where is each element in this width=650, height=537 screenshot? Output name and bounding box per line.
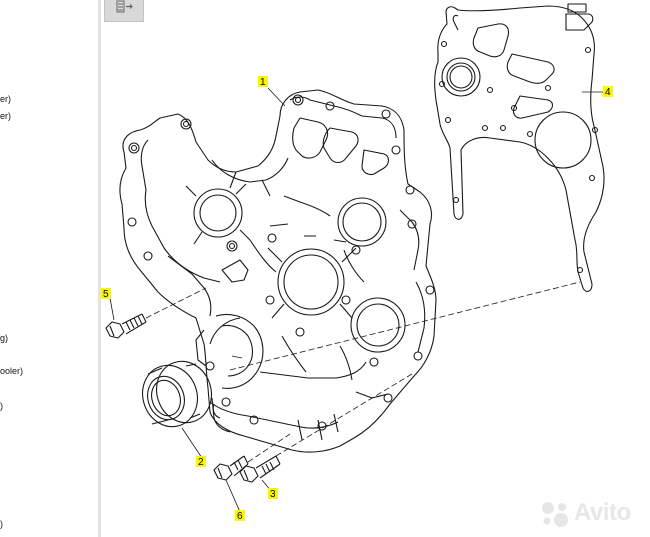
split-view-icon [116,0,133,13]
callout-4-label: 4 [605,87,611,98]
sidebar-item[interactable]: ) [0,519,3,529]
callout-2-label: 2 [198,457,204,468]
parts-diagram: 1 2 3 4 5 6 [101,3,613,522]
sidebar-item[interactable]: er) [0,111,11,121]
callout-3[interactable]: 3 [268,488,278,500]
split-view-button[interactable] [104,0,144,22]
sidebar-item[interactable]: ooler) [0,366,24,376]
sidebar-item[interactable]: er) [0,94,11,104]
callout-6[interactable]: 6 [235,510,245,522]
callout-6-label: 6 [237,511,243,522]
callout-4[interactable]: 4 [603,86,613,98]
callout-5-label: 5 [103,289,109,300]
sidebar-item[interactable]: g) [0,333,9,343]
sidebar: er) er) g) ooler) ) ) [0,0,98,537]
callout-3-label: 3 [270,489,276,500]
callout-2[interactable]: 2 [196,456,206,468]
sidebar-item[interactable]: ) [0,401,3,411]
avito-watermark: Avito [540,497,644,531]
bolt-6 [213,455,249,481]
bolt-5 [105,313,147,339]
bolt-3 [239,455,281,483]
gasket [434,3,605,293]
callout-1-label: 1 [260,77,266,88]
sidebar-divider[interactable] [98,0,101,537]
avito-watermark-text: Avito [574,499,631,526]
leader-lines [109,87,603,513]
avito-logo-icon [542,502,568,527]
callout-5[interactable]: 5 [101,288,111,300]
front-cover [119,89,437,453]
oil-seal [142,360,212,428]
callout-1[interactable]: 1 [258,76,268,88]
